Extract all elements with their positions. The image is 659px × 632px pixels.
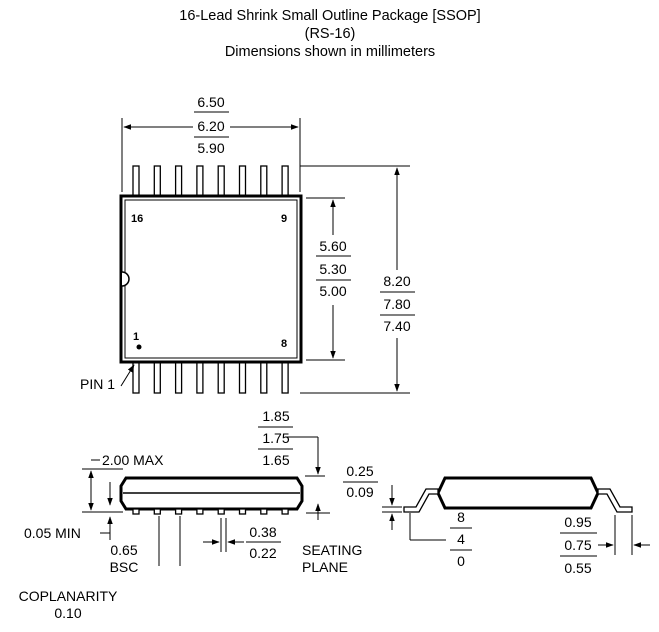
lead-side xyxy=(238,508,247,515)
foot-nom: 0.75 xyxy=(564,537,591,553)
angle-min: 0 xyxy=(457,553,465,569)
lead-thk-min: 0.09 xyxy=(346,484,373,500)
package-body-end xyxy=(436,476,600,510)
end-lead-right xyxy=(597,488,633,513)
width-nom: 6.20 xyxy=(197,118,224,134)
pin-label-16: 16 xyxy=(131,213,143,225)
package-body-top xyxy=(119,194,303,364)
coplanarity-value: 0.10 xyxy=(54,605,81,621)
pin1-callout-arrow xyxy=(120,364,135,387)
overall-len-nom: 7.80 xyxy=(383,296,410,312)
body-len-max: 5.60 xyxy=(319,238,346,254)
angle-max: 8 xyxy=(457,509,465,525)
pin-label-1: 1 xyxy=(133,331,139,343)
lead-width-min: 0.22 xyxy=(249,545,276,561)
lead-width-max: 0.38 xyxy=(249,524,276,540)
width-max: 6.50 xyxy=(197,94,224,110)
body-len-min: 5.00 xyxy=(319,283,346,299)
lead-side xyxy=(153,508,161,515)
side-leads xyxy=(132,508,289,515)
side-view: 2.00 MAX 0.05 MIN 0.65 BSC 0.38 0.22 1.8… xyxy=(19,408,363,621)
lead-top xyxy=(217,165,225,198)
lead-bottom xyxy=(281,360,289,394)
lead-side xyxy=(281,508,289,515)
lead-bottom xyxy=(238,360,247,394)
width-min: 5.90 xyxy=(197,140,224,156)
lead-top xyxy=(132,165,140,198)
angle-nom: 4 xyxy=(457,531,465,547)
lead-bottom xyxy=(153,360,161,394)
lead-top xyxy=(174,165,183,198)
lead-top xyxy=(238,165,247,198)
max-height-label: 2.00 MAX xyxy=(102,452,164,468)
thickness-max: 1.85 xyxy=(262,408,289,424)
lead-bottom xyxy=(196,360,204,394)
coplanarity-label: COPLANARITY xyxy=(19,588,118,604)
lead-bottom xyxy=(174,360,183,394)
lead-top xyxy=(153,165,161,198)
overall-len-min: 7.40 xyxy=(383,318,410,334)
standoff-label: 0.05 MIN xyxy=(24,525,81,541)
lead-top xyxy=(260,165,268,198)
end-lead-left xyxy=(403,488,439,513)
pin-label-8: 8 xyxy=(281,338,287,350)
lead-side xyxy=(174,508,183,515)
lead-side xyxy=(260,508,268,515)
thickness-nom: 1.75 xyxy=(262,430,289,446)
seating-plane-label-2: PLANE xyxy=(302,559,348,575)
foot-max: 0.95 xyxy=(564,514,591,530)
bottom-leads xyxy=(132,360,289,394)
pitch-value: 0.65 xyxy=(110,542,137,558)
lead-top xyxy=(196,165,204,198)
end-view: 0.25 0.09 8 4 0 0.95 0.75 0.55 xyxy=(343,463,650,576)
title-line-3: Dimensions shown in millimeters xyxy=(225,44,435,60)
lead-side xyxy=(217,508,225,515)
body-len-nom: 5.30 xyxy=(319,261,346,277)
title-line-1: 16-Lead Shrink Small Outline Package [SS… xyxy=(179,8,480,24)
pin1-dot xyxy=(136,344,142,350)
pin1-callout-label: PIN 1 xyxy=(80,376,115,392)
lead-thk-max: 0.25 xyxy=(346,463,373,479)
pin-label-9: 9 xyxy=(281,213,287,225)
foot-min: 0.55 xyxy=(564,560,591,576)
thickness-min: 1.65 xyxy=(262,452,289,468)
lead-side xyxy=(196,508,204,515)
top-leads xyxy=(132,165,289,198)
lead-bottom xyxy=(260,360,268,394)
seating-plane-label-1: SEATING xyxy=(302,542,362,558)
top-view: 16 9 1 8 PIN 1 6.50 6.20 5.90 5.60 5.30 … xyxy=(80,94,415,394)
lead-top xyxy=(281,165,289,198)
title-line-2: (RS-16) xyxy=(305,26,356,42)
pin1-notch xyxy=(121,271,130,287)
overall-len-max: 8.20 xyxy=(383,273,410,289)
lead-side xyxy=(132,508,140,515)
pitch-bsc: BSC xyxy=(110,559,139,575)
lead-bottom xyxy=(217,360,225,394)
